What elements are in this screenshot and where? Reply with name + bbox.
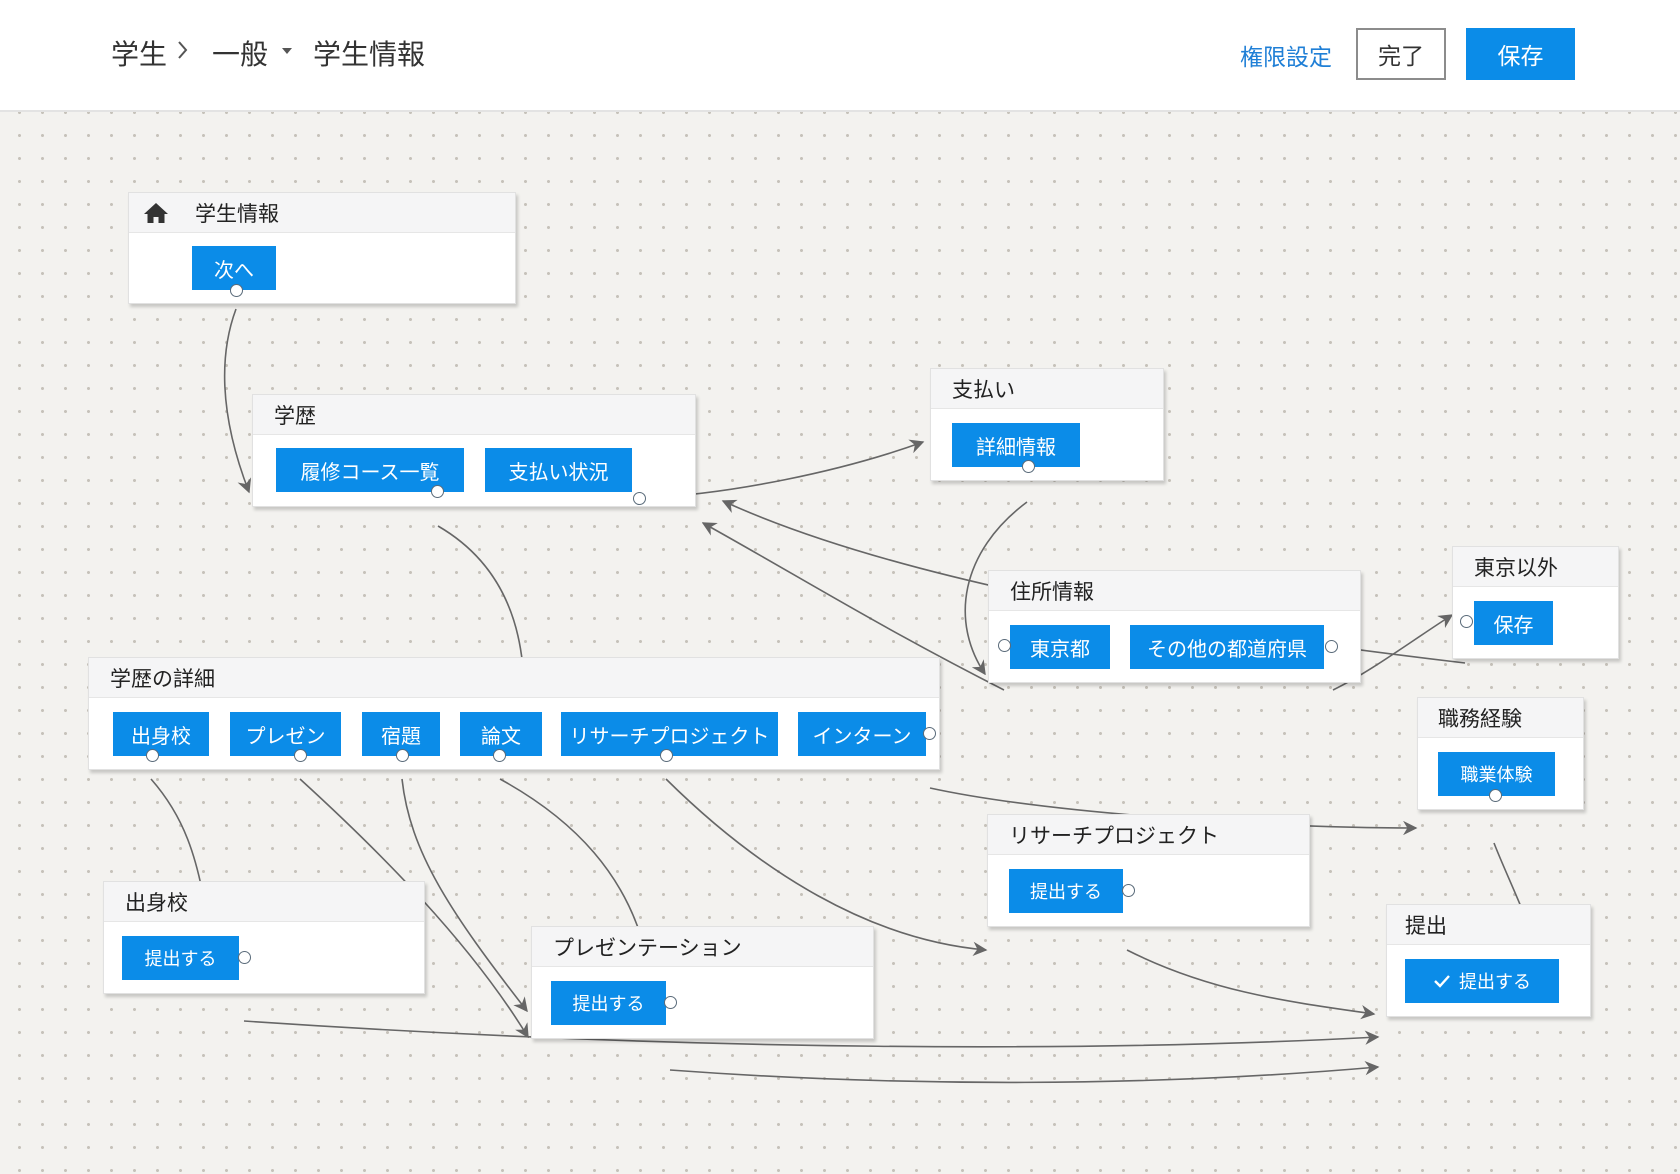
intern-button[interactable]: インターン xyxy=(798,712,926,756)
connector-port[interactable] xyxy=(1489,789,1502,802)
node-header: プレゼンテーション xyxy=(532,927,873,967)
node-title: プレゼンテーション xyxy=(553,935,742,960)
connector-port[interactable] xyxy=(664,996,677,1009)
connector-port[interactable] xyxy=(633,492,646,505)
research-submit-button[interactable]: 提出する xyxy=(1009,869,1123,913)
connector-port[interactable] xyxy=(1325,640,1338,653)
connector-port[interactable] xyxy=(1022,460,1035,473)
done-button[interactable]: 完了 xyxy=(1356,28,1446,80)
node-education-detail[interactable]: 学歴の詳細 出身校 プレゼン 宿題 論文 リサーチプロジェクト インターン xyxy=(88,657,940,770)
node-header: 東京以外 xyxy=(1453,547,1618,587)
node-title: 提出 xyxy=(1405,913,1447,938)
node-header: 住所情報 xyxy=(989,571,1360,611)
connector-port[interactable] xyxy=(238,951,251,964)
node-header: 学生情報 xyxy=(129,193,515,233)
final-submit-label: 提出する xyxy=(1459,972,1531,993)
connector-port[interactable] xyxy=(396,749,409,762)
node-header: 提出 xyxy=(1387,905,1590,945)
school-button[interactable]: 出身校 xyxy=(113,712,209,756)
link-research-to-research-node xyxy=(665,778,988,957)
connector-port[interactable] xyxy=(998,639,1011,652)
thesis-button[interactable]: 論文 xyxy=(460,712,542,756)
node-education[interactable]: 学歴 履修コース一覧 支払い状況 xyxy=(252,394,696,507)
link-presentation-submit-to-submit xyxy=(669,1060,1380,1084)
final-submit-button[interactable]: 提出する xyxy=(1405,959,1559,1003)
node-header: 学歴の詳細 xyxy=(89,658,939,698)
save-button[interactable]: 保存 xyxy=(1466,28,1575,80)
breadcrumb-middle[interactable]: 一般 xyxy=(212,38,269,71)
node-presentation[interactable]: プレゼンテーション 提出する xyxy=(531,926,874,1039)
node-title: 学生情報 xyxy=(195,201,279,226)
presentation-submit-button[interactable]: 提出する xyxy=(551,981,666,1025)
node-header: 学歴 xyxy=(253,395,695,435)
connector-port[interactable] xyxy=(431,485,444,498)
connector-port[interactable] xyxy=(923,727,936,740)
node-work-experience[interactable]: 職務経験 職業体験 xyxy=(1417,697,1584,810)
node-school[interactable]: 出身校 提出する xyxy=(103,881,425,994)
node-outside-tokyo[interactable]: 東京以外 保存 xyxy=(1452,546,1619,659)
check-icon xyxy=(1434,975,1450,988)
link-research-submit-to-submit xyxy=(1126,949,1376,1020)
node-research-project[interactable]: リサーチプロジェクト 提出する xyxy=(987,814,1310,927)
node-title: 職務経験 xyxy=(1438,706,1522,731)
node-title: 学歴 xyxy=(274,403,316,428)
node-header: 支払い xyxy=(931,369,1163,409)
node-header: 職務経験 xyxy=(1418,698,1583,738)
detail-info-button[interactable]: 詳細情報 xyxy=(952,423,1080,467)
connector-port[interactable] xyxy=(493,749,506,762)
home-icon xyxy=(144,202,168,223)
flow-canvas[interactable]: 学生情報 次へ 学歴 履修コース一覧 支払い状況 支払い 詳細情報 住所情報 東… xyxy=(0,112,1680,1174)
node-header: リサーチプロジェクト xyxy=(988,815,1309,855)
homework-button[interactable]: 宿題 xyxy=(362,712,440,756)
other-prefecture-button[interactable]: その他の都道府県 xyxy=(1130,625,1324,669)
connector-port[interactable] xyxy=(294,749,307,762)
next-button[interactable]: 次へ xyxy=(192,246,276,290)
job-experience-button[interactable]: 職業体験 xyxy=(1438,752,1555,796)
connector-port[interactable] xyxy=(660,749,673,762)
node-title: 住所情報 xyxy=(1010,579,1094,604)
breadcrumb-root[interactable]: 学生 xyxy=(111,38,168,71)
node-title: 学歴の詳細 xyxy=(110,666,215,691)
node-payment[interactable]: 支払い 詳細情報 xyxy=(930,368,1164,481)
connector-port[interactable] xyxy=(146,749,159,762)
connector-port[interactable] xyxy=(1460,615,1473,628)
presentation-button[interactable]: プレゼン xyxy=(230,712,341,756)
course-list-button[interactable]: 履修コース一覧 xyxy=(276,448,464,492)
node-title: 支払い xyxy=(952,377,1015,402)
node-title: リサーチプロジェクト xyxy=(1009,823,1219,848)
research-project-button[interactable]: リサーチプロジェクト xyxy=(561,712,778,756)
top-bar: 学生 一般 学生情報 権限設定 完了 保存 xyxy=(0,0,1680,112)
permission-settings-link[interactable]: 権限設定 xyxy=(1240,45,1332,71)
node-address[interactable]: 住所情報 東京都 その他の都道府県 xyxy=(988,570,1361,683)
outside-save-button[interactable]: 保存 xyxy=(1474,601,1553,645)
node-submit[interactable]: 提出 提出する xyxy=(1386,904,1591,1017)
breadcrumb-current: 学生情報 xyxy=(313,38,426,71)
link-next-to-education xyxy=(223,308,252,494)
node-header: 出身校 xyxy=(104,882,424,922)
connector-port[interactable] xyxy=(1122,884,1135,897)
tokyo-button[interactable]: 東京都 xyxy=(1010,625,1110,669)
school-submit-button[interactable]: 提出する xyxy=(122,936,239,980)
connector-port[interactable] xyxy=(230,284,243,297)
node-title: 東京以外 xyxy=(1474,555,1558,580)
payment-status-button[interactable]: 支払い状況 xyxy=(485,448,632,492)
node-title: 出身校 xyxy=(125,890,188,915)
node-student-info[interactable]: 学生情報 次へ xyxy=(128,192,516,304)
caret-down-icon[interactable] xyxy=(280,46,294,56)
chevron-right-icon xyxy=(178,41,188,59)
